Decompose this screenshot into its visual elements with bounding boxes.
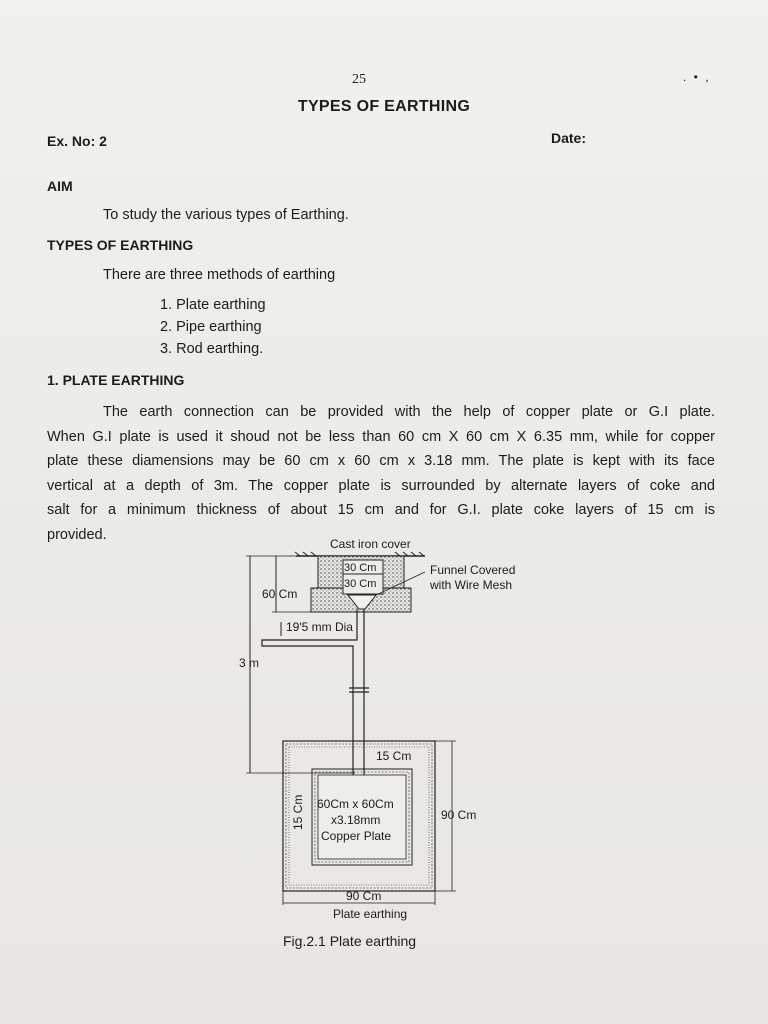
paragraph-line: salt for a minimum thickness of about 15…: [47, 502, 715, 518]
list-item: 3. Rod earthing.: [160, 341, 264, 357]
depth-60cm-label: 60 Cm: [262, 587, 297, 601]
list-item: 1. Plate earthing: [160, 297, 266, 313]
dimension-60cm: [272, 556, 312, 613]
paragraph-line: plate these diamensions may be 60 cm x 6…: [47, 453, 715, 469]
types-intro: There are three methods of earthing: [103, 267, 336, 283]
earth-pit: [282, 740, 456, 905]
ground-line: [294, 551, 425, 557]
inner-dimension-label: 30 Cm: [344, 578, 376, 590]
paragraph-line: The earth connection can be provided wit…: [103, 404, 715, 420]
aim-text: To study the various types of Earthing.: [103, 207, 349, 223]
width-90cm-label: 90 Cm: [346, 889, 381, 903]
aim-heading: AIM: [47, 178, 73, 194]
funnel: [346, 571, 426, 610]
copper-plate-label: Copper Plate: [321, 829, 391, 843]
page-title: TYPES OF EARTHING: [297, 98, 471, 115]
height-90cm-label: 90 Cm: [441, 808, 476, 822]
top-gap-label: 15 Cm: [376, 749, 411, 763]
inner-dimension-label: 30 Cm: [344, 562, 376, 574]
plate-earthing-paragraph: The earth connection can be provided wit…: [47, 400, 715, 547]
funnel-label: with Wire Mesh: [429, 578, 512, 592]
depth-3m-label: 3 m: [239, 656, 259, 670]
pipe: [261, 609, 369, 789]
plate-earthing-heading: 1. PLATE EARTHING: [47, 372, 185, 388]
figure-caption: Fig.2.1 Plate earthing: [283, 933, 417, 949]
corner-marks: . • ,: [683, 70, 711, 84]
dimension-3m: [246, 555, 355, 774]
copper-plate-label: 60Cm x 60Cm: [317, 797, 394, 811]
date-label: Date:: [551, 130, 587, 146]
types-heading: TYPES OF EARTHING: [47, 237, 194, 253]
cast-iron-cover-label: Cast iron cover: [330, 537, 411, 551]
pipe-diameter-label: 19'5 mm Dia: [286, 620, 353, 634]
paragraph-line: vertical at a depth of 3m. The copper pl…: [47, 477, 715, 494]
exercise-number: Ex. No: 2: [47, 133, 107, 149]
list-item: 2. Pipe earthing: [160, 319, 262, 335]
paragraph-line: When G.I plate is used it shoud not be l…: [47, 428, 715, 445]
paragraph-line: provided.: [47, 526, 107, 543]
funnel-label: Funnel Covered: [430, 563, 515, 577]
copper-plate-label: x3.18mm: [331, 813, 380, 827]
figure-subcaption: Plate earthing: [333, 907, 407, 921]
side-gap-label: 15 Cm: [291, 795, 305, 830]
page-number: 25: [352, 72, 366, 87]
